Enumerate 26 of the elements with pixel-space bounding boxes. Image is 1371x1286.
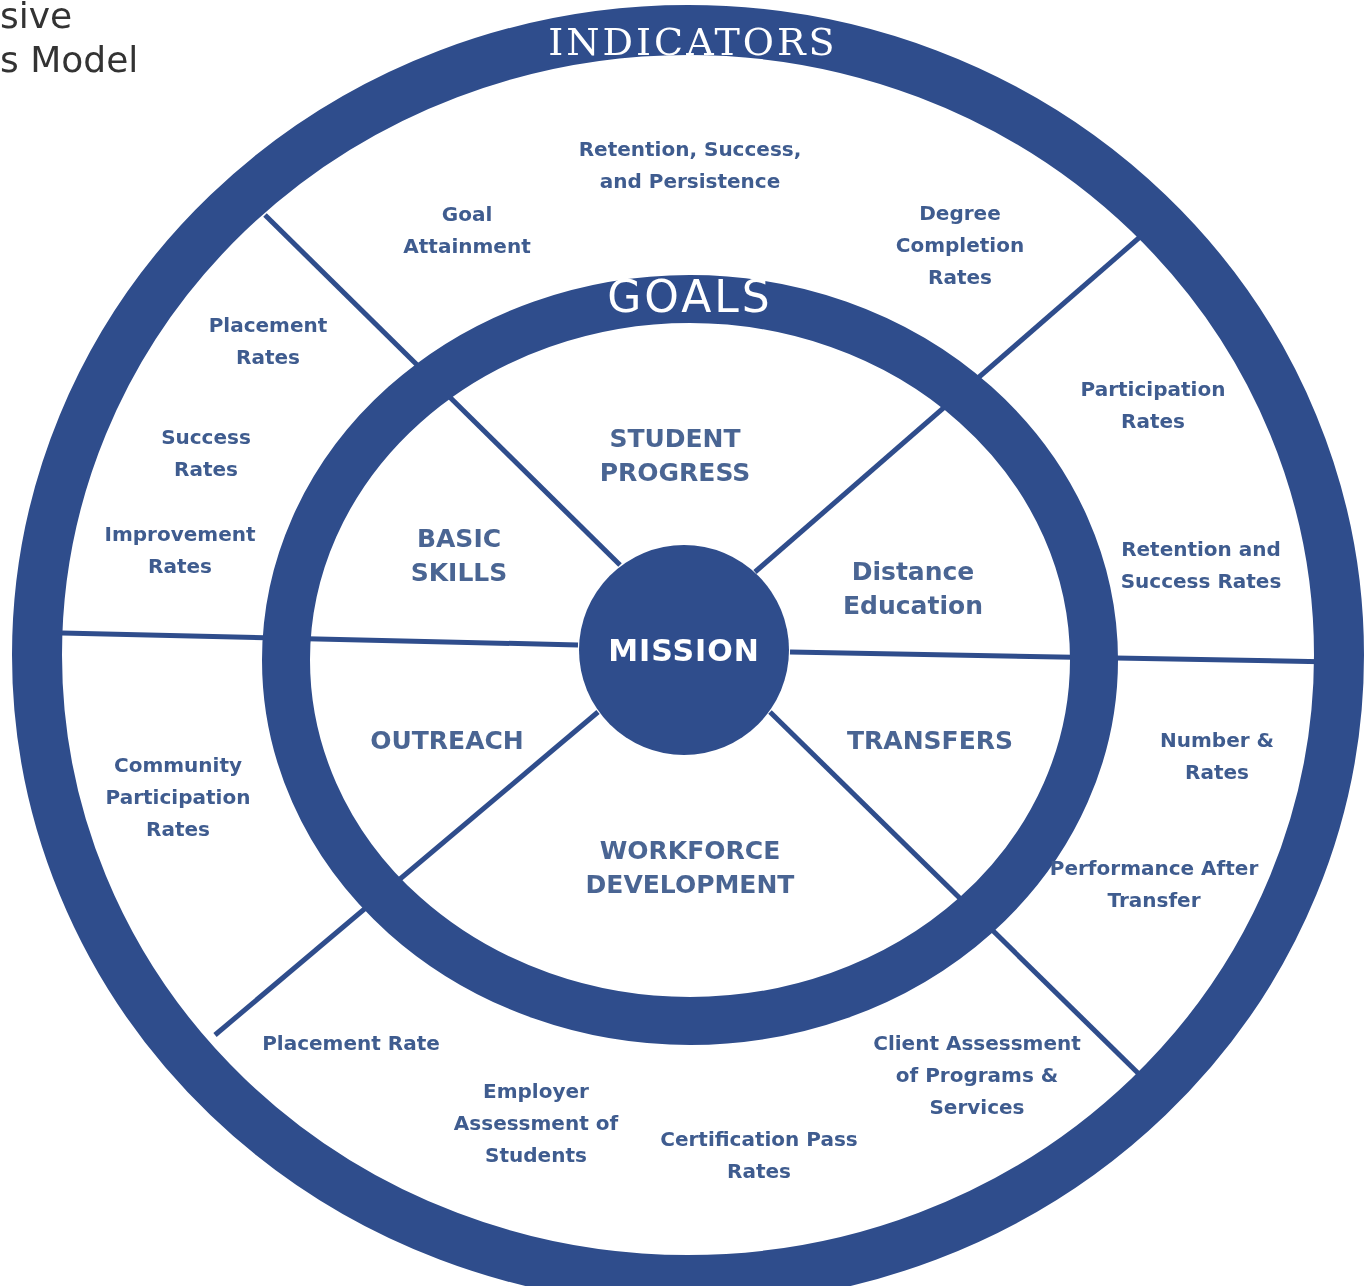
indicator-label: Placement Rate [261,1030,441,1057]
goal-label: STUDENT PROGRESS [598,423,752,489]
indicator-label: Retention, Success, and Persistence [577,136,803,195]
indicator-label: Performance After Transfer [1048,855,1260,914]
indicator-label: Certification Pass Rates [659,1126,859,1185]
title-fragment: sive [0,0,73,38]
indicator-label: Success Rates [160,424,252,483]
ring-heading: MISSION [608,632,760,668]
indicator-label: Placement Rates [207,312,329,371]
indicator-label: Improvement Rates [103,521,257,580]
indicator-label: Goal Attainment [402,201,532,260]
indicator-label: Retention and Success Rates [1119,536,1283,595]
title-fragment: s Model [0,38,139,82]
goal-label: Distance Education [842,556,984,622]
goal-label: BASIC SKILLS [409,523,509,589]
goal-label: OUTREACH [369,725,525,757]
ring-heading: INDICATORS [548,20,838,64]
indicator-label: Community Participation Rates [104,752,252,843]
ring-heading: GOALS [607,270,773,322]
goal-label: TRANSFERS [846,725,1014,757]
indicator-label: Degree Completion Rates [894,200,1026,291]
indicator-label: Number & Rates [1159,727,1275,786]
goal-label: WORKFORCE DEVELOPMENT [584,835,796,901]
indicator-label: Employer Assessment of Students [452,1078,620,1169]
indicator-label: Client Assessment of Programs & Services [872,1030,1082,1121]
indicator-label: Participation Rates [1079,376,1227,435]
